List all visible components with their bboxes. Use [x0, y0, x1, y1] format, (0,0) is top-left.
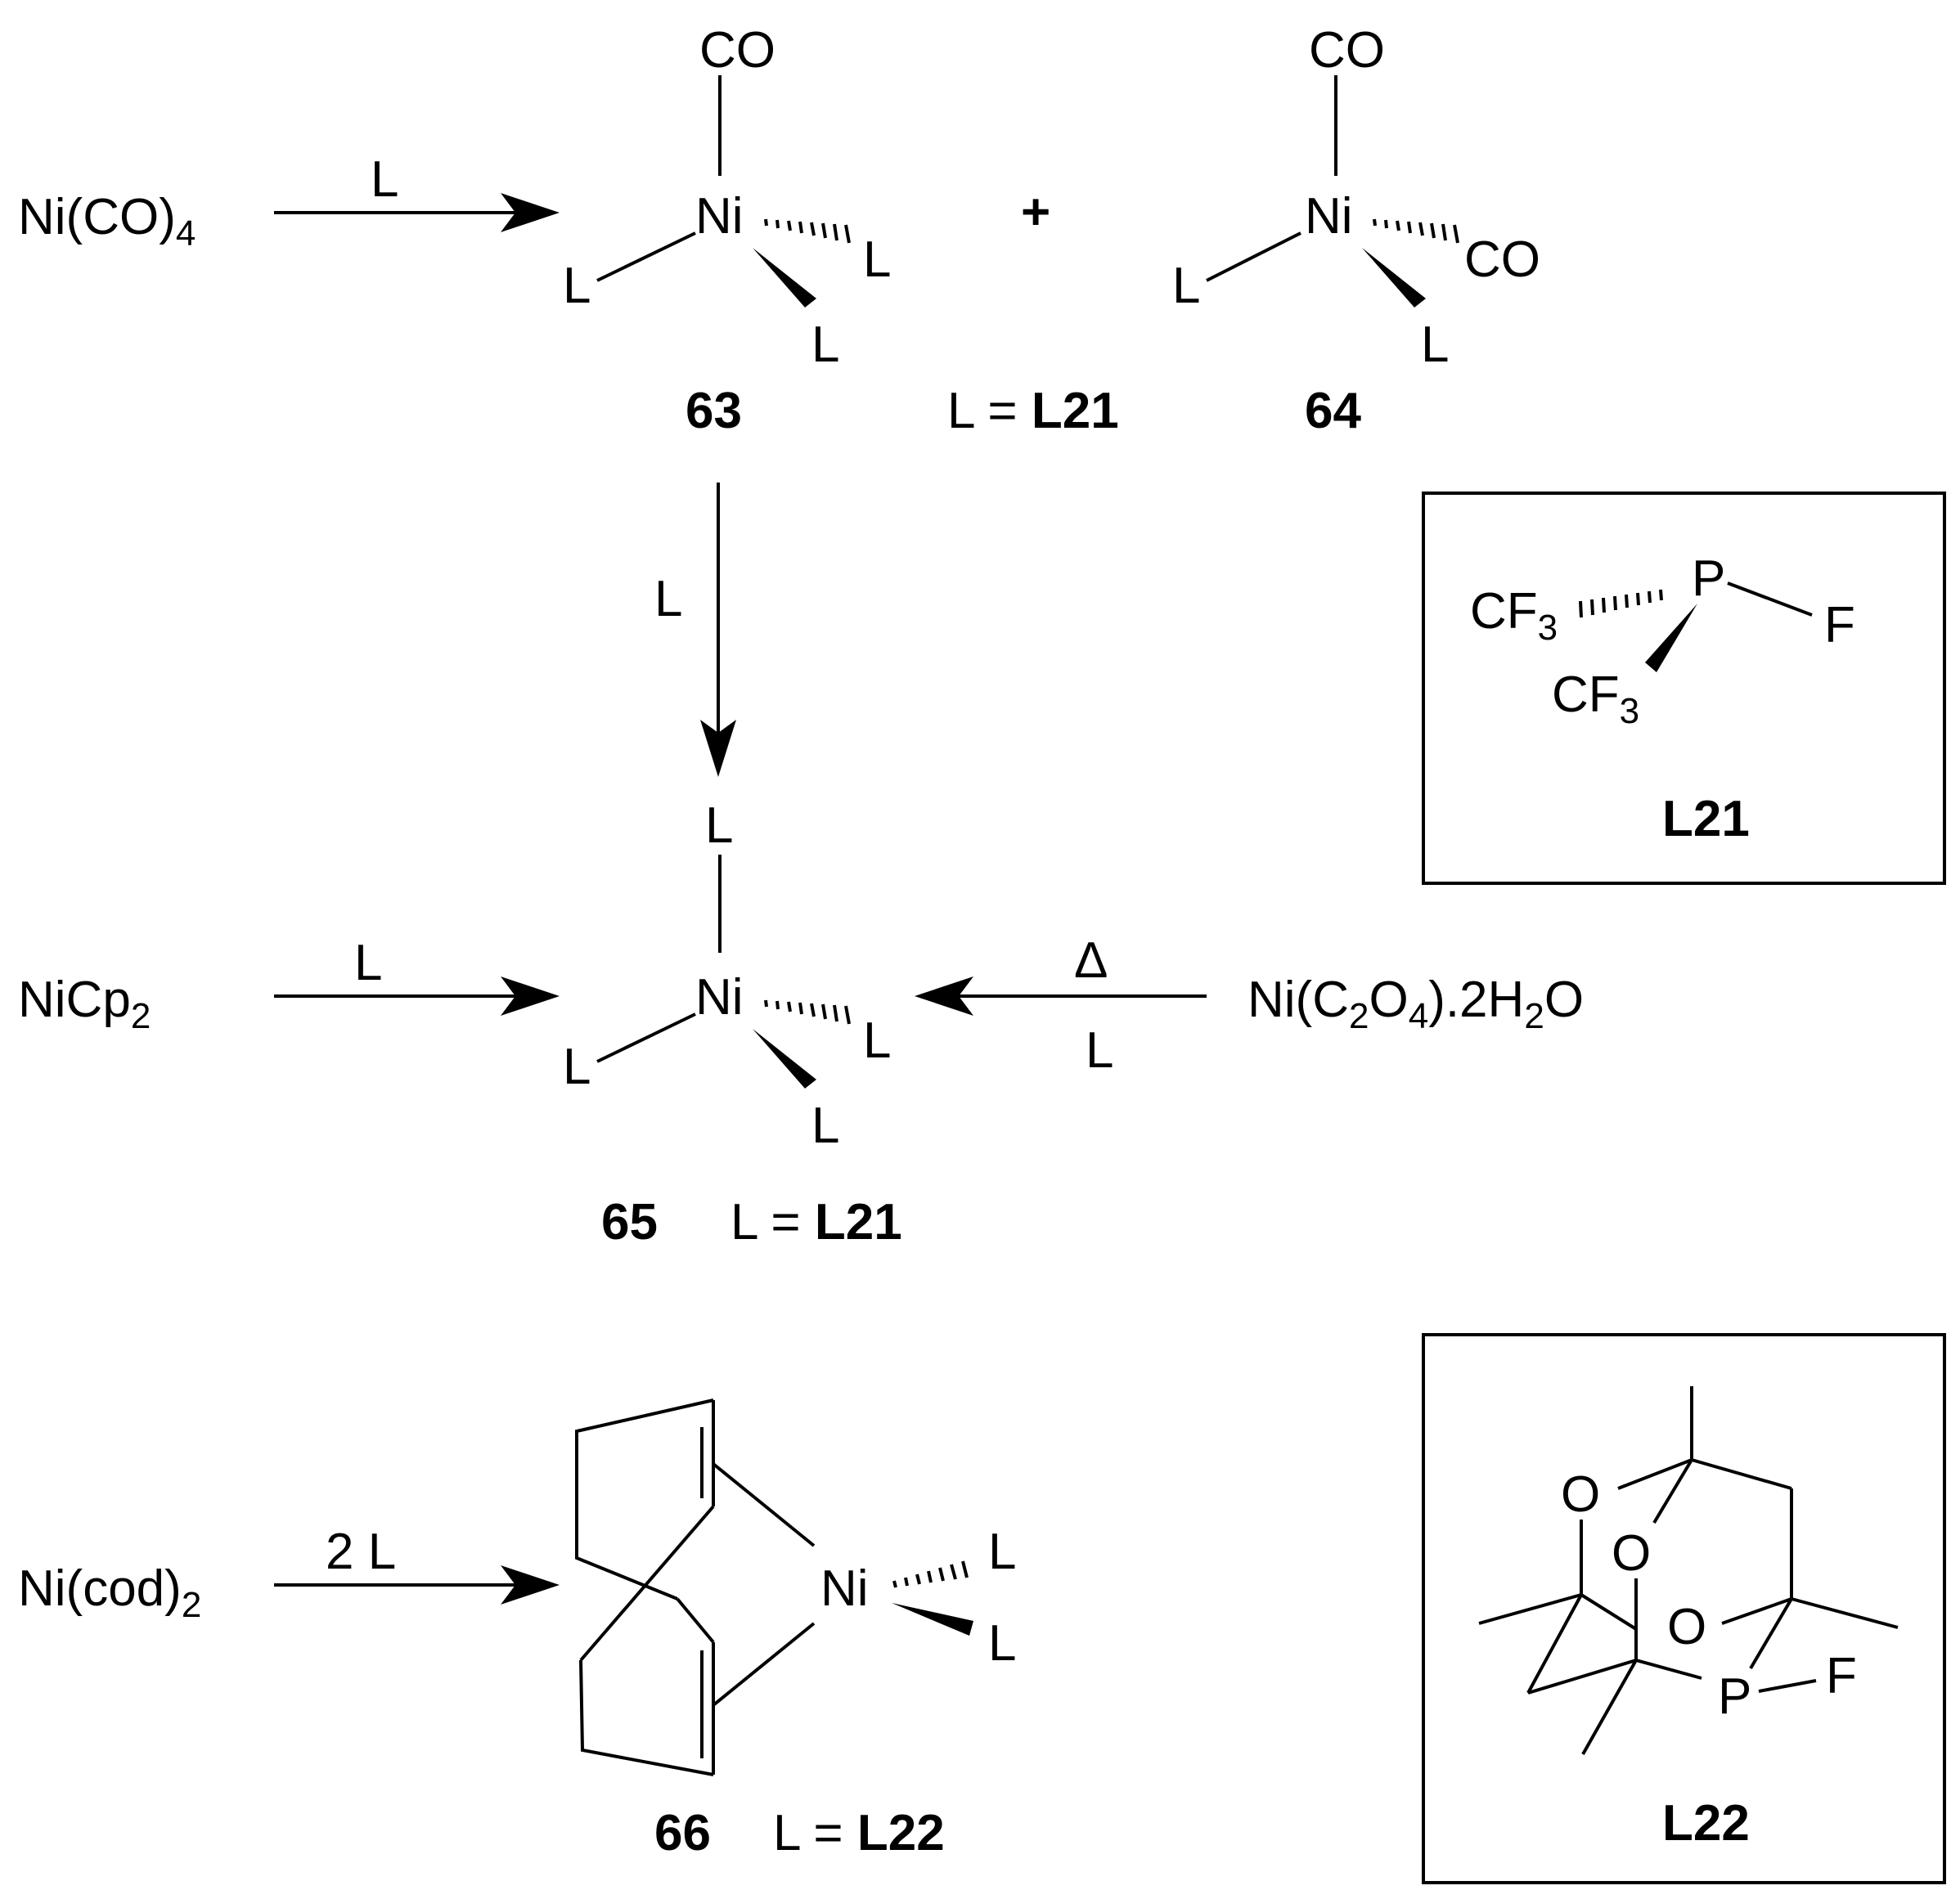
cod-ring-upper	[575, 1398, 714, 1600]
wedge-bond-66	[892, 1603, 973, 1636]
hash-bond-65	[764, 999, 851, 1025]
wedge-bond-65	[753, 1029, 816, 1089]
compound-65: L Ni L L L 65 L = L21	[563, 797, 902, 1250]
p-atom-l22: P	[1718, 1668, 1751, 1725]
ligand-top-65: L	[705, 797, 733, 854]
reactant-nickel-oxalate: Ni(C2O4).2H2O	[1247, 972, 1584, 1036]
compound-66: Ni L L 66 L = L22	[575, 1398, 1016, 1861]
compound-63: CO Ni L L L 63	[563, 22, 891, 439]
hash-bond-l21	[1579, 589, 1663, 618]
ni-alkene-bond-lower	[712, 1622, 816, 1707]
arrow-63-to-65	[700, 483, 736, 777]
reactant-nicp2: NiCp2	[18, 972, 151, 1036]
ni-atom-63: Ni	[695, 188, 744, 245]
ligand-note-65: L = L21	[731, 1194, 902, 1250]
reagent-r1: L	[371, 151, 398, 208]
label-l22: L22	[1662, 1795, 1750, 1852]
ligand-bottom-66: L	[988, 1615, 1016, 1672]
ligand-down-65: L	[811, 1098, 839, 1154]
f-atom-l22: F	[1826, 1648, 1857, 1704]
plus-sign: +	[1021, 184, 1050, 240]
ligand-note-66: L = L22	[773, 1805, 945, 1861]
co-right-64: CO	[1464, 231, 1540, 288]
ligand-down-64: L	[1421, 316, 1449, 373]
wedge-bond-l21	[1645, 604, 1697, 672]
reagent-63-to-65: L	[654, 571, 682, 627]
wedge-bond-64	[1362, 248, 1426, 308]
reactant-nico4: Ni(CO)4	[18, 189, 196, 254]
cf3-a: CF3	[1470, 583, 1558, 648]
ligand-right-65: L	[863, 1012, 891, 1069]
reagent-heat-delta: Δ	[1074, 932, 1108, 989]
label-64: 64	[1305, 383, 1361, 439]
ligand-box-l21: CF3 P F CF3 L21	[1422, 492, 1946, 885]
f-atom-l21: F	[1824, 597, 1855, 653]
ni-atom-66: Ni	[820, 1560, 869, 1617]
label-66: 66	[654, 1805, 711, 1861]
ni-atom-65: Ni	[695, 969, 744, 1026]
cod-ring-lower	[579, 1659, 714, 1776]
reactant-nicod2: Ni(cod)2	[18, 1560, 201, 1625]
ligand-left-64: L	[1172, 258, 1200, 314]
o-atom-3: O	[1667, 1599, 1706, 1655]
ligand-note-63: L = L21	[947, 383, 1119, 439]
p-atom-l21: P	[1692, 550, 1725, 607]
ni-alkene-bond-upper	[712, 1462, 816, 1547]
hash-bond-64	[1373, 218, 1459, 244]
label-65: 65	[601, 1194, 658, 1250]
ligand-right-63: L	[863, 231, 891, 288]
reagent-r4: 2 L	[326, 1524, 396, 1580]
reagent-r2: L	[354, 935, 382, 991]
ligand-down-63: L	[811, 316, 839, 373]
cf3-b: CF3	[1552, 667, 1639, 731]
ligand-top-66: L	[988, 1524, 1016, 1580]
arrow-r4	[274, 1565, 560, 1605]
hash-bond-66	[892, 1560, 969, 1588]
wedge-bond-63	[753, 248, 816, 308]
compound-64: CO Ni L CO L 64	[1172, 22, 1540, 439]
o-atom-1: O	[1561, 1466, 1600, 1523]
label-l21: L21	[1662, 791, 1750, 847]
arrow-r3	[915, 976, 1207, 1016]
arrow-r1	[274, 193, 560, 232]
ligand-left-63: L	[563, 258, 591, 314]
o-atom-2: O	[1612, 1525, 1651, 1582]
ligand-left-65: L	[563, 1039, 591, 1095]
ni-atom-64: Ni	[1305, 188, 1353, 245]
label-63: 63	[686, 383, 742, 439]
ligand-box-l22: O O O P F L22	[1422, 1333, 1946, 1884]
co-top-63: CO	[699, 22, 775, 79]
co-top-64: CO	[1309, 22, 1385, 79]
arrow-r2	[274, 976, 560, 1016]
hash-bond-63	[764, 218, 851, 244]
reagent-r3: L	[1086, 1022, 1113, 1079]
